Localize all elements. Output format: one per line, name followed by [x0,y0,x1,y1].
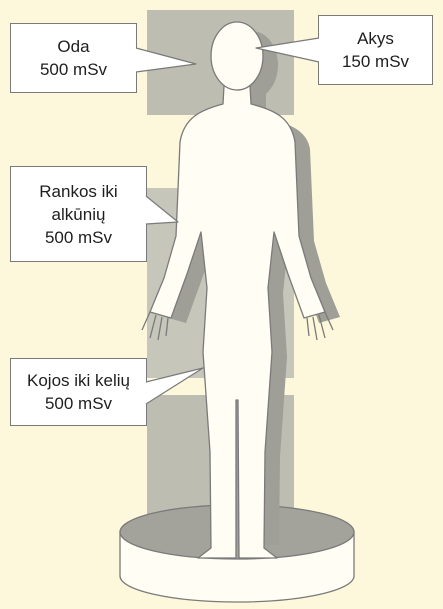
callout-eyes: Akys 150 mSv [318,15,433,85]
callout-skin-label: Oda [57,35,89,58]
callout-legs: Kojos iki kelių 500 mSv [10,358,147,426]
callout-arms-dose: 500 mSv [45,226,112,249]
callout-arms-label-line1: Rankos iki [39,180,117,203]
callout-skin-dose: 500 mSv [40,58,107,81]
callout-legs-label: Kojos iki kelių [27,369,130,392]
callout-arms: Rankos iki alkūnių 500 mSv [10,166,147,262]
callout-legs-dose: 500 mSv [45,392,112,415]
head [211,22,263,90]
callout-eyes-label: Akys [357,27,394,50]
callout-skin: Oda 500 mSv [10,23,137,93]
callout-eyes-dose: 150 mSv [342,50,409,73]
callout-arms-label-line2: alkūnių [52,203,106,226]
